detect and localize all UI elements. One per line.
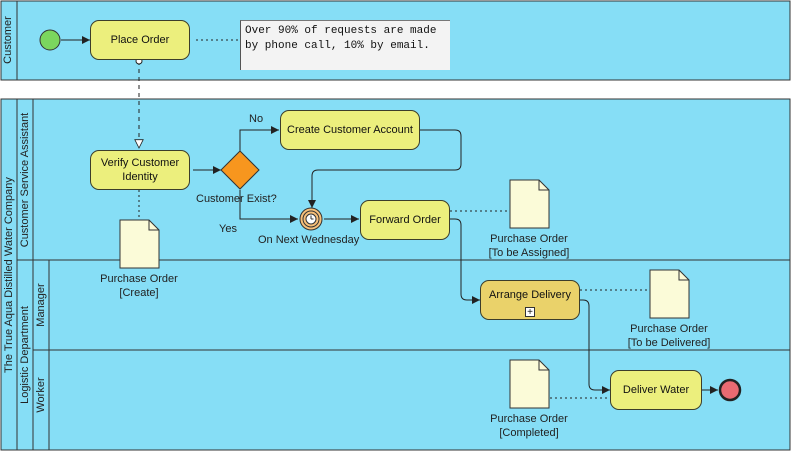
task-deliver-water[interactable]: Deliver Water [610, 370, 702, 410]
document-create-label: Purchase Order [Create] [89, 272, 189, 300]
pool-customer-label: Customer [2, 16, 14, 64]
end-event[interactable] [718, 378, 742, 402]
document-delivered-line1: Purchase Order [630, 323, 708, 335]
document-completed-label: Purchase Order [Completed] [479, 412, 579, 440]
pool-logistic-label: Logistic Department [19, 306, 31, 404]
flow-account-to-timer [308, 129, 462, 208]
document-assigned-line2: [To be Assigned] [488, 247, 570, 259]
timer-event[interactable] [299, 207, 323, 231]
lane-csa-label: Customer Service Assistant [19, 112, 31, 248]
document-delivered-label: Purchase Order [To be Delivered] [619, 322, 719, 350]
document-delivered[interactable] [649, 269, 690, 319]
document-create-line1: Purchase Order [100, 273, 178, 285]
task-arrange-delivery[interactable]: Arrange Delivery + [480, 280, 580, 320]
task-verify-customer-identity[interactable]: Verify Customer Identity [90, 150, 190, 190]
flow-label-no: No [249, 113, 264, 125]
task-forward-order[interactable]: Forward Order [360, 200, 450, 240]
pool-company-label: The True Aqua Distilled Water Company [3, 177, 15, 373]
flows [61, 36, 718, 399]
task-arrange-delivery-label: Arrange Delivery [489, 289, 571, 301]
flow-yes [239, 190, 298, 223]
document-assigned-line1: Purchase Order [490, 233, 568, 245]
document-assigned[interactable] [509, 179, 550, 229]
document-create[interactable] [119, 219, 160, 269]
document-assigned-label: Purchase Order [To be Assigned] [479, 232, 579, 260]
lane-manager-label: Manager [35, 283, 47, 327]
flow-no [239, 126, 279, 151]
task-create-customer-account[interactable]: Create Customer Account [280, 110, 420, 150]
document-completed[interactable] [509, 359, 550, 409]
timer-label: On Next Wednesday [258, 234, 360, 246]
document-delivered-line2: [To be Delivered] [627, 337, 711, 349]
flow-arrange-to-deliver [580, 299, 610, 394]
flow-forward-to-arrange [450, 218, 480, 304]
document-create-line2: [Create] [119, 287, 159, 299]
document-completed-line2: [Completed] [499, 427, 559, 439]
lane-worker-label: Worker [35, 377, 47, 413]
document-completed-line1: Purchase Order [490, 413, 568, 425]
flow-label-yes: Yes [219, 223, 237, 235]
text-annotation: Over 90% of requests are made by phone c… [240, 20, 450, 70]
gateway-label: Customer Exist? [196, 193, 277, 205]
task-place-order[interactable]: Place Order [90, 20, 190, 60]
start-event[interactable] [39, 29, 61, 51]
subprocess-expand-icon[interactable]: + [525, 307, 535, 318]
gateway-customer-exist[interactable] [220, 150, 260, 190]
